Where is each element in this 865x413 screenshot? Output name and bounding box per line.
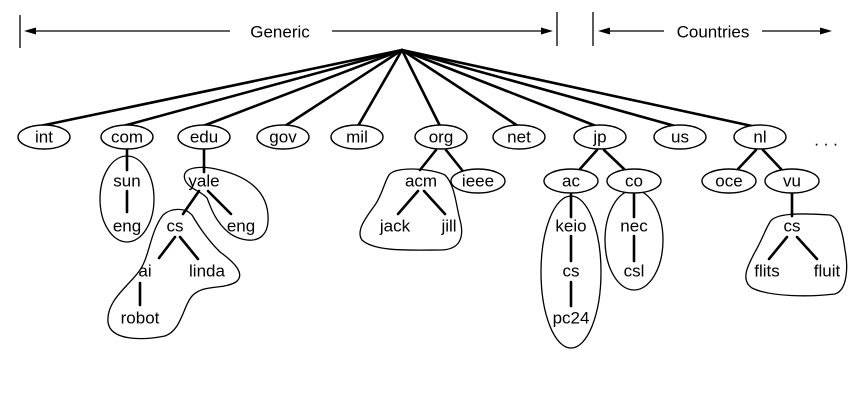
svg-text:ieee: ieee — [462, 172, 494, 191]
edge-nl-vu — [761, 148, 783, 171]
node-yale-eng[interactable]: eng — [227, 217, 255, 236]
node-int[interactable]: int — [17, 124, 71, 150]
svg-text:vu: vu — [783, 172, 801, 191]
edge-root-mil — [356, 48, 404, 128]
edge-acm-jill — [422, 189, 447, 216]
node-robot[interactable]: robot — [121, 309, 160, 328]
svg-text:nl: nl — [753, 128, 766, 147]
edge-jp-co — [602, 148, 626, 171]
node-jack[interactable]: jack — [379, 217, 411, 236]
edge-cs-ai — [157, 235, 177, 260]
countries-right-arrowhead — [820, 27, 832, 35]
edge-root-net — [400, 48, 520, 128]
edge-yale-eng — [206, 189, 233, 216]
edge-root-com — [121, 48, 404, 128]
countries-label: Countries — [677, 23, 750, 42]
edge-root-us — [400, 48, 677, 128]
node-jp[interactable]: jp — [573, 124, 627, 150]
node-us[interactable]: us — [653, 124, 707, 150]
node-net[interactable]: net — [492, 124, 546, 150]
node-pc24[interactable]: pc24 — [553, 309, 590, 328]
svg-text:int: int — [35, 128, 53, 147]
generic-right-arrowhead — [541, 27, 553, 35]
svg-text:ac: ac — [562, 172, 580, 191]
edge-cs-flits — [767, 235, 789, 261]
generic-range-marker: Generic — [19, 12, 558, 48]
node-vu[interactable]: vu — [764, 168, 820, 194]
node-edu[interactable]: edu — [177, 124, 231, 150]
edge-cs-linda — [178, 235, 200, 261]
node-keio[interactable]: keio — [555, 217, 586, 236]
edge-acm-jack — [396, 189, 420, 216]
node-sun-eng[interactable]: eng — [113, 217, 141, 236]
node-gov[interactable]: gov — [256, 124, 310, 150]
generic-left-arrowhead — [24, 27, 36, 35]
edge-org-ieee — [444, 148, 464, 172]
edges — [38, 48, 819, 308]
zone-yale — [183, 166, 269, 241]
edge-org-acm — [418, 148, 438, 172]
node-fluit[interactable]: fluit — [814, 262, 841, 281]
zone-vu-cs — [745, 213, 848, 297]
svg-text:co: co — [625, 172, 643, 191]
svg-text:edu: edu — [190, 128, 218, 147]
countries-left-arrowhead — [598, 27, 610, 35]
subdomains: sun eng yale eng cs ai linda robot acm i… — [113, 168, 841, 328]
edge-root-jp — [400, 48, 598, 128]
node-jill[interactable]: jill — [440, 217, 456, 236]
edge-root-edu — [201, 48, 404, 128]
edge-root-gov — [283, 48, 404, 128]
node-mil[interactable]: mil — [330, 124, 384, 150]
edge-jp-ac — [578, 148, 599, 171]
svg-text:mil: mil — [346, 128, 368, 147]
svg-text:net: net — [507, 128, 531, 147]
edge-root-org — [400, 48, 442, 128]
node-csl[interactable]: csl — [624, 262, 645, 281]
node-nl[interactable]: nl — [733, 124, 787, 150]
node-oce[interactable]: oce — [701, 168, 757, 194]
node-ai[interactable]: ai — [138, 262, 151, 281]
node-com[interactable]: com — [100, 124, 154, 150]
node-ac[interactable]: ac — [543, 168, 599, 194]
node-keio-cs[interactable]: cs — [563, 262, 580, 281]
node-acm[interactable]: acm — [405, 172, 437, 191]
edge-cs-fluit — [795, 235, 819, 261]
node-yale-cs[interactable]: cs — [167, 217, 184, 236]
node-flits[interactable]: flits — [754, 262, 780, 281]
zone-cs-yale — [107, 208, 241, 340]
top-level-domains: int com edu gov mil org net jp us nl . .… — [17, 124, 838, 150]
generic-label: Generic — [250, 23, 310, 42]
svg-text:us: us — [671, 128, 689, 147]
node-ieee[interactable]: ieee — [450, 168, 506, 194]
svg-text:com: com — [111, 128, 143, 147]
node-yale[interactable]: yale — [188, 172, 219, 191]
svg-text:oce: oce — [715, 172, 742, 191]
edge-nl-oce — [736, 148, 758, 171]
countries-range-marker: Countries — [592, 12, 832, 46]
more-domains-ellipsis: . . . — [814, 131, 838, 150]
node-sun[interactable]: sun — [113, 172, 140, 191]
svg-text:jp: jp — [592, 128, 606, 147]
node-org[interactable]: org — [414, 124, 468, 150]
svg-text:org: org — [429, 128, 454, 147]
edge-root-int — [38, 48, 404, 128]
svg-text:gov: gov — [269, 128, 297, 147]
node-nec[interactable]: nec — [620, 217, 648, 236]
node-linda[interactable]: linda — [189, 262, 225, 281]
edge-yale-cs — [181, 189, 201, 216]
node-co[interactable]: co — [606, 168, 662, 194]
zone-acm — [359, 168, 463, 251]
edge-root-nl — [400, 48, 754, 128]
node-vu-cs[interactable]: cs — [784, 217, 801, 236]
